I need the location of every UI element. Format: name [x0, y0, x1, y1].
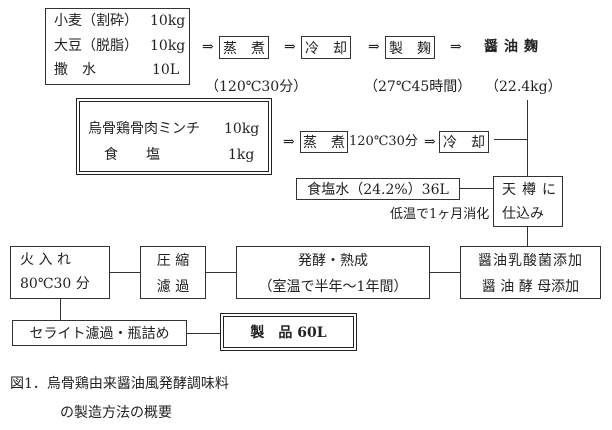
raw-3-name: 撒 水	[54, 62, 96, 78]
cool-box: 冷 却	[301, 36, 351, 59]
raw-1-amount: 10kg	[150, 13, 186, 29]
connector-line	[494, 139, 528, 140]
steam-condition: （120℃30分）	[205, 79, 308, 95]
arrow-icon: ⇒	[202, 39, 214, 55]
heat-line-2: 80℃30 分	[20, 276, 90, 292]
heat-line-1: 火 入 れ	[20, 252, 71, 268]
connector-line	[60, 299, 61, 320]
bottling-label: セライト濾過・瓶詰め	[29, 326, 170, 342]
barrel-line-1: 天樽に	[502, 182, 562, 198]
raw-1-name: 小麦（割砕）	[54, 13, 138, 29]
barrel-line-2: 仕込み	[502, 206, 544, 222]
connector-line	[187, 333, 221, 334]
final-product-box: 製 品 60L	[220, 313, 357, 351]
koji-box: 製 麹	[385, 36, 435, 59]
salt-amount: 1kg	[228, 147, 255, 163]
steam-label-2: 蒸 煮	[303, 135, 345, 151]
raw-materials-box	[45, 8, 190, 85]
cool-box-2: 冷 却	[439, 131, 489, 153]
steam-label: 蒸 煮	[223, 40, 265, 57]
ferment-line-2: （室温で半年～1年間）	[258, 278, 408, 295]
steam-box: 蒸 煮	[219, 36, 269, 59]
brine-label: 食塩水（24.2%）36L	[307, 182, 449, 198]
chicken-box	[76, 98, 272, 175]
soy-koji-label: 醤油麹	[484, 39, 544, 55]
press-line-1: 圧 縮	[156, 252, 190, 269]
final-product-label: 製 品 60L	[250, 325, 327, 341]
raw-2-amount: 10kg	[150, 38, 186, 54]
koji-label: 製 麹	[389, 40, 431, 57]
steam-condition-2: 120℃30分	[349, 134, 418, 149]
cool-label-2: 冷 却	[443, 135, 485, 151]
salt-name: 食 塩	[104, 147, 160, 163]
additive-box: 醤油乳酸菌添加醤 油 酵 母添加	[460, 246, 601, 299]
caption-line-2: の製造方法の概要	[60, 405, 172, 421]
barrel-box	[493, 176, 563, 227]
chicken-name: 烏骨鶏骨肉ミンチ	[88, 121, 200, 137]
arrow-icon: ⇒	[450, 39, 462, 55]
press-line-2: 濾 過	[156, 278, 190, 295]
main-vertical-line	[527, 100, 528, 248]
cool-label: 冷 却	[305, 40, 347, 57]
additive-line-1: 醤油乳酸菌添加	[478, 252, 583, 269]
bottling-box: セライト濾過・瓶詰め	[12, 320, 187, 346]
press-box: 圧 縮濾 過	[140, 246, 206, 299]
additive-line-2: 醤 油 酵 母添加	[481, 278, 580, 295]
raw-3-amount: 10L	[152, 62, 180, 78]
steam-box-2: 蒸 煮	[300, 131, 348, 153]
heat-box	[10, 246, 110, 299]
chicken-amount: 10kg	[224, 121, 260, 137]
koji-amount: （22.4kg）	[485, 79, 562, 95]
ferment-line-1: 発酵・熟成	[298, 252, 368, 269]
arrow-icon: ⇒	[284, 39, 296, 55]
arrow-icon: ⇒	[424, 134, 436, 150]
ferment-box: 発酵・熟成 （室温で半年～1年間）	[236, 246, 430, 299]
koji-condition: （27℃45時間）	[364, 79, 472, 95]
brine-box: 食塩水（24.2%）36L	[296, 178, 460, 200]
caption-line-1: 図1．烏骨鶏由来醤油風発酵調味料	[10, 376, 229, 392]
raw-2-name: 大豆（脱脂）	[54, 38, 138, 54]
arrow-icon: ⇒	[368, 39, 380, 55]
digest-label: 低温で1ヶ月消化	[390, 207, 490, 222]
connector-line	[460, 188, 494, 189]
arrow-icon: ⇒	[283, 134, 295, 150]
